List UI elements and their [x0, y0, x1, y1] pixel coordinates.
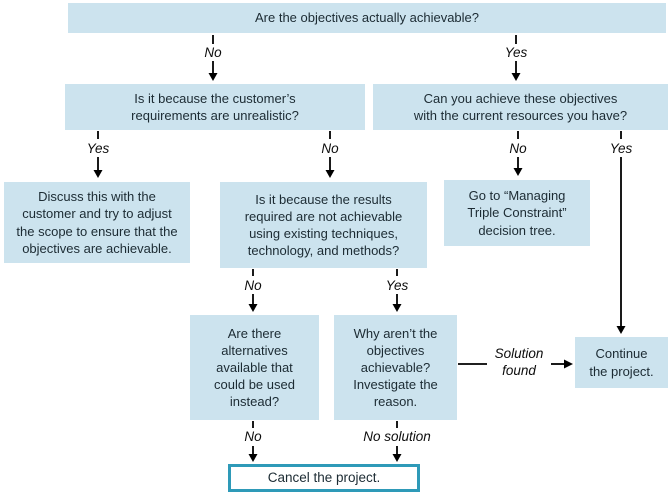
- node-question-results-achievable: Is it because the results required are n…: [220, 182, 427, 268]
- node-question-objectives-achievable: Are the objectives actually achievable?: [68, 3, 666, 33]
- node-action-investigate-reason: Why aren’t the objectives achievable? In…: [334, 315, 457, 420]
- edge-root-no: [208, 35, 218, 81]
- edge-label-resources-no: No: [509, 141, 527, 156]
- edge-label-results-yes: Yes: [385, 278, 409, 293]
- edge-results-no: [248, 269, 258, 312]
- edge-why-solution-found: [458, 359, 573, 369]
- node-question-current-resources: Can you achieve these objectives with th…: [373, 84, 668, 130]
- node-action-continue-project: Continue the project.: [575, 337, 668, 388]
- edge-label-customer-yes: Yes: [86, 141, 110, 156]
- edge-results-yes: [392, 269, 402, 312]
- edge-label-customer-no: No: [321, 141, 339, 156]
- edge-customer-no: [325, 131, 335, 178]
- edge-customer-yes: [93, 131, 103, 178]
- node-action-cancel-project: Cancel the project.: [228, 464, 420, 492]
- edge-why-no-solution: [392, 421, 402, 462]
- node-question-alternatives-available: Are there alternatives available that co…: [190, 315, 319, 420]
- edge-label-why-no-solution: No solution: [363, 429, 431, 444]
- edge-label-root-no: No: [204, 45, 222, 60]
- edge-resources-yes: [616, 131, 626, 334]
- edge-root-yes: [511, 35, 521, 81]
- edge-label-resources-yes: Yes: [609, 141, 633, 156]
- node-action-discuss-with-customer: Discuss this with the customer and try t…: [4, 182, 190, 263]
- edge-label-alternatives-no: No: [244, 429, 262, 444]
- edge-label-results-no: No: [244, 278, 262, 293]
- edge-label-root-yes: Yes: [504, 45, 528, 60]
- edge-resources-no: [513, 131, 523, 176]
- node-question-customer-requirements: Is it because the customer’s requirement…: [65, 84, 365, 130]
- edge-alternatives-no: [248, 421, 258, 462]
- edge-label-why-solution-found: Solution found: [494, 346, 544, 378]
- node-action-goto-triple-constraint: Go to “Managing Triple Constraint” decis…: [444, 180, 590, 246]
